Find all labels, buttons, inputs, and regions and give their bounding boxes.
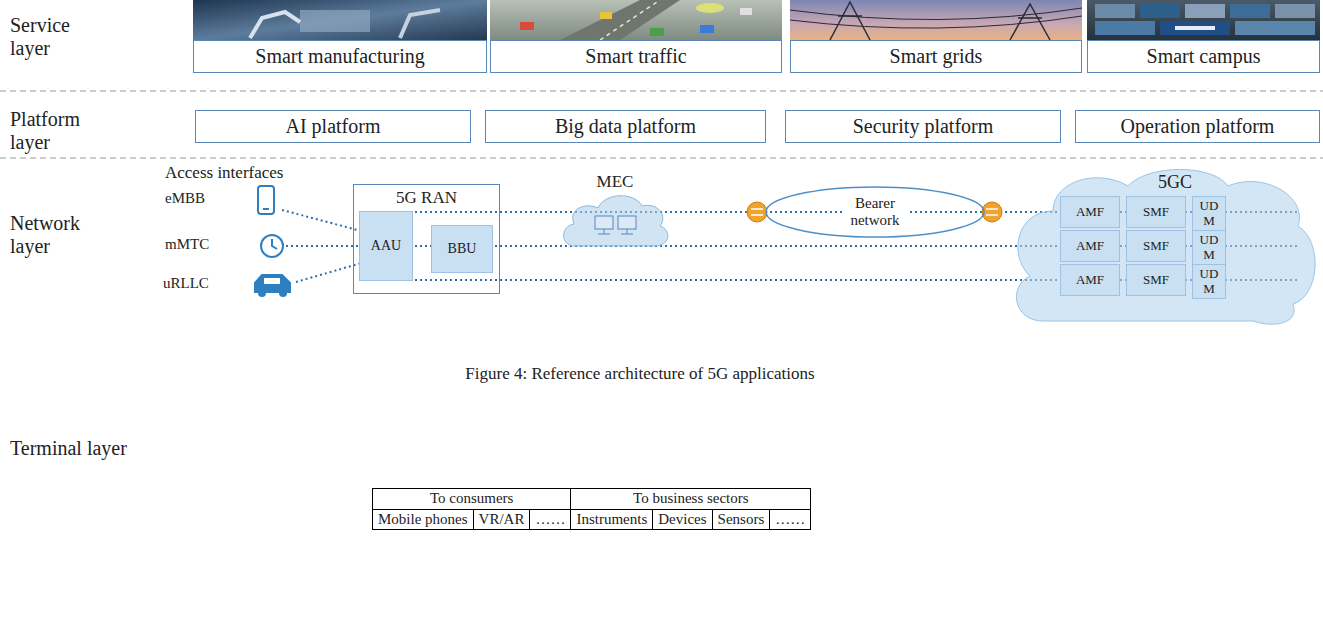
unit-box: AAU — [359, 211, 413, 281]
platform-box: Security platform — [785, 110, 1061, 143]
node-text: AI platform — [286, 115, 381, 138]
cell-text: …… — [535, 511, 565, 527]
platform-box: Big data platform — [485, 110, 766, 143]
cell-text: Instruments — [576, 511, 647, 527]
node-text: Smart grids — [890, 45, 983, 68]
node-text: SMF — [1143, 205, 1169, 219]
table-cell: To consumers — [373, 489, 571, 510]
layer-label: mMTC — [165, 236, 209, 253]
table-cell: Instruments — [571, 509, 653, 530]
service-box: Smart grids — [790, 40, 1082, 73]
table-cell: To business sectors — [571, 489, 811, 510]
node-text: Big data platform — [555, 115, 696, 138]
service-images — [193, 0, 1320, 40]
function-box: SMF — [1126, 196, 1186, 228]
layer-label: eMBB — [165, 190, 205, 207]
table-cell: Sensors — [712, 509, 770, 530]
node-text: AMF — [1076, 205, 1104, 219]
layer-label: Network layer — [10, 212, 102, 258]
node-text: Security platform — [853, 115, 994, 138]
node-text: AAU — [371, 238, 401, 253]
cell-text: VR/AR — [479, 511, 525, 527]
function-box: UD M — [1192, 264, 1226, 299]
node-text: SMF — [1143, 239, 1169, 253]
figure-caption: Figure 4: Reference architecture of 5G a… — [0, 364, 1280, 384]
cell-text: Mobile phones — [378, 511, 468, 527]
layer-label: Service layer — [10, 14, 92, 60]
ran-box: 5G RAN AAU BBU — [353, 184, 500, 294]
service-box: Smart campus — [1087, 40, 1320, 73]
node-text: UD M — [1194, 233, 1224, 262]
node-text: 5G RAN — [354, 188, 499, 208]
mec-cloud: MEC — [560, 172, 670, 252]
node-text: 5GC — [1158, 172, 1192, 193]
function-box: SMF — [1126, 230, 1186, 262]
platform-box: Operation platform — [1075, 110, 1320, 143]
function-box: AMF — [1060, 230, 1120, 262]
core-cloud: 5GC AMF SMF UD M AMF SMF UD M AMF SMF UD M — [1008, 166, 1316, 326]
node-text: UD M — [1194, 199, 1224, 228]
node-text: Operation platform — [1121, 115, 1275, 138]
table-cell: …… — [530, 509, 571, 530]
table-row: Mobile phones VR/AR …… Instruments Devices Se… — [373, 509, 811, 530]
service-box: Smart traffic — [490, 40, 782, 73]
node-text: MEC — [560, 172, 670, 192]
table-cell: Devices — [653, 509, 712, 530]
cell-text: To consumers — [430, 490, 514, 506]
node-text: UD M — [1194, 267, 1224, 296]
node-text: Smart traffic — [585, 45, 686, 68]
function-box: AMF — [1060, 264, 1120, 296]
node-text: Bearer network — [842, 195, 908, 230]
terminal-icons — [255, 186, 290, 296]
cell-text: To business sectors — [633, 490, 749, 506]
function-box: SMF — [1126, 264, 1186, 296]
cell-text: Sensors — [718, 511, 765, 527]
node-text: Smart campus — [1147, 45, 1261, 68]
node-text: Smart manufacturing — [255, 45, 424, 68]
cell-text: …… — [775, 511, 805, 527]
function-box: UD M — [1192, 196, 1226, 231]
node-text: BBU — [448, 241, 477, 256]
service-box: Smart manufacturing — [193, 40, 487, 73]
platform-box: AI platform — [195, 110, 471, 143]
table-row: To consumers To business sectors — [373, 489, 811, 510]
cell-text: Devices — [658, 511, 706, 527]
node-text: AMF — [1076, 273, 1104, 287]
layer-label: Platform layer — [10, 108, 102, 154]
layer-label: Access interfaces — [165, 163, 283, 183]
layer-label: uRLLC — [163, 275, 209, 292]
terminal-table: To consumers To business sectorsMobile ph… — [372, 488, 811, 530]
node-text: AMF — [1076, 239, 1104, 253]
layer-divider — [0, 158, 1323, 159]
layer-divider — [0, 91, 1323, 92]
table-cell: VR/AR — [473, 509, 530, 530]
layer-label: Terminal layer — [10, 437, 127, 460]
table-cell: …… — [770, 509, 811, 530]
function-box: UD M — [1192, 230, 1226, 265]
unit-box: BBU — [431, 225, 493, 273]
node-text: SMF — [1143, 273, 1169, 287]
table-cell: Mobile phones — [373, 509, 474, 530]
bearer-ellipse: Bearer network — [765, 186, 985, 238]
function-box: AMF — [1060, 196, 1120, 228]
